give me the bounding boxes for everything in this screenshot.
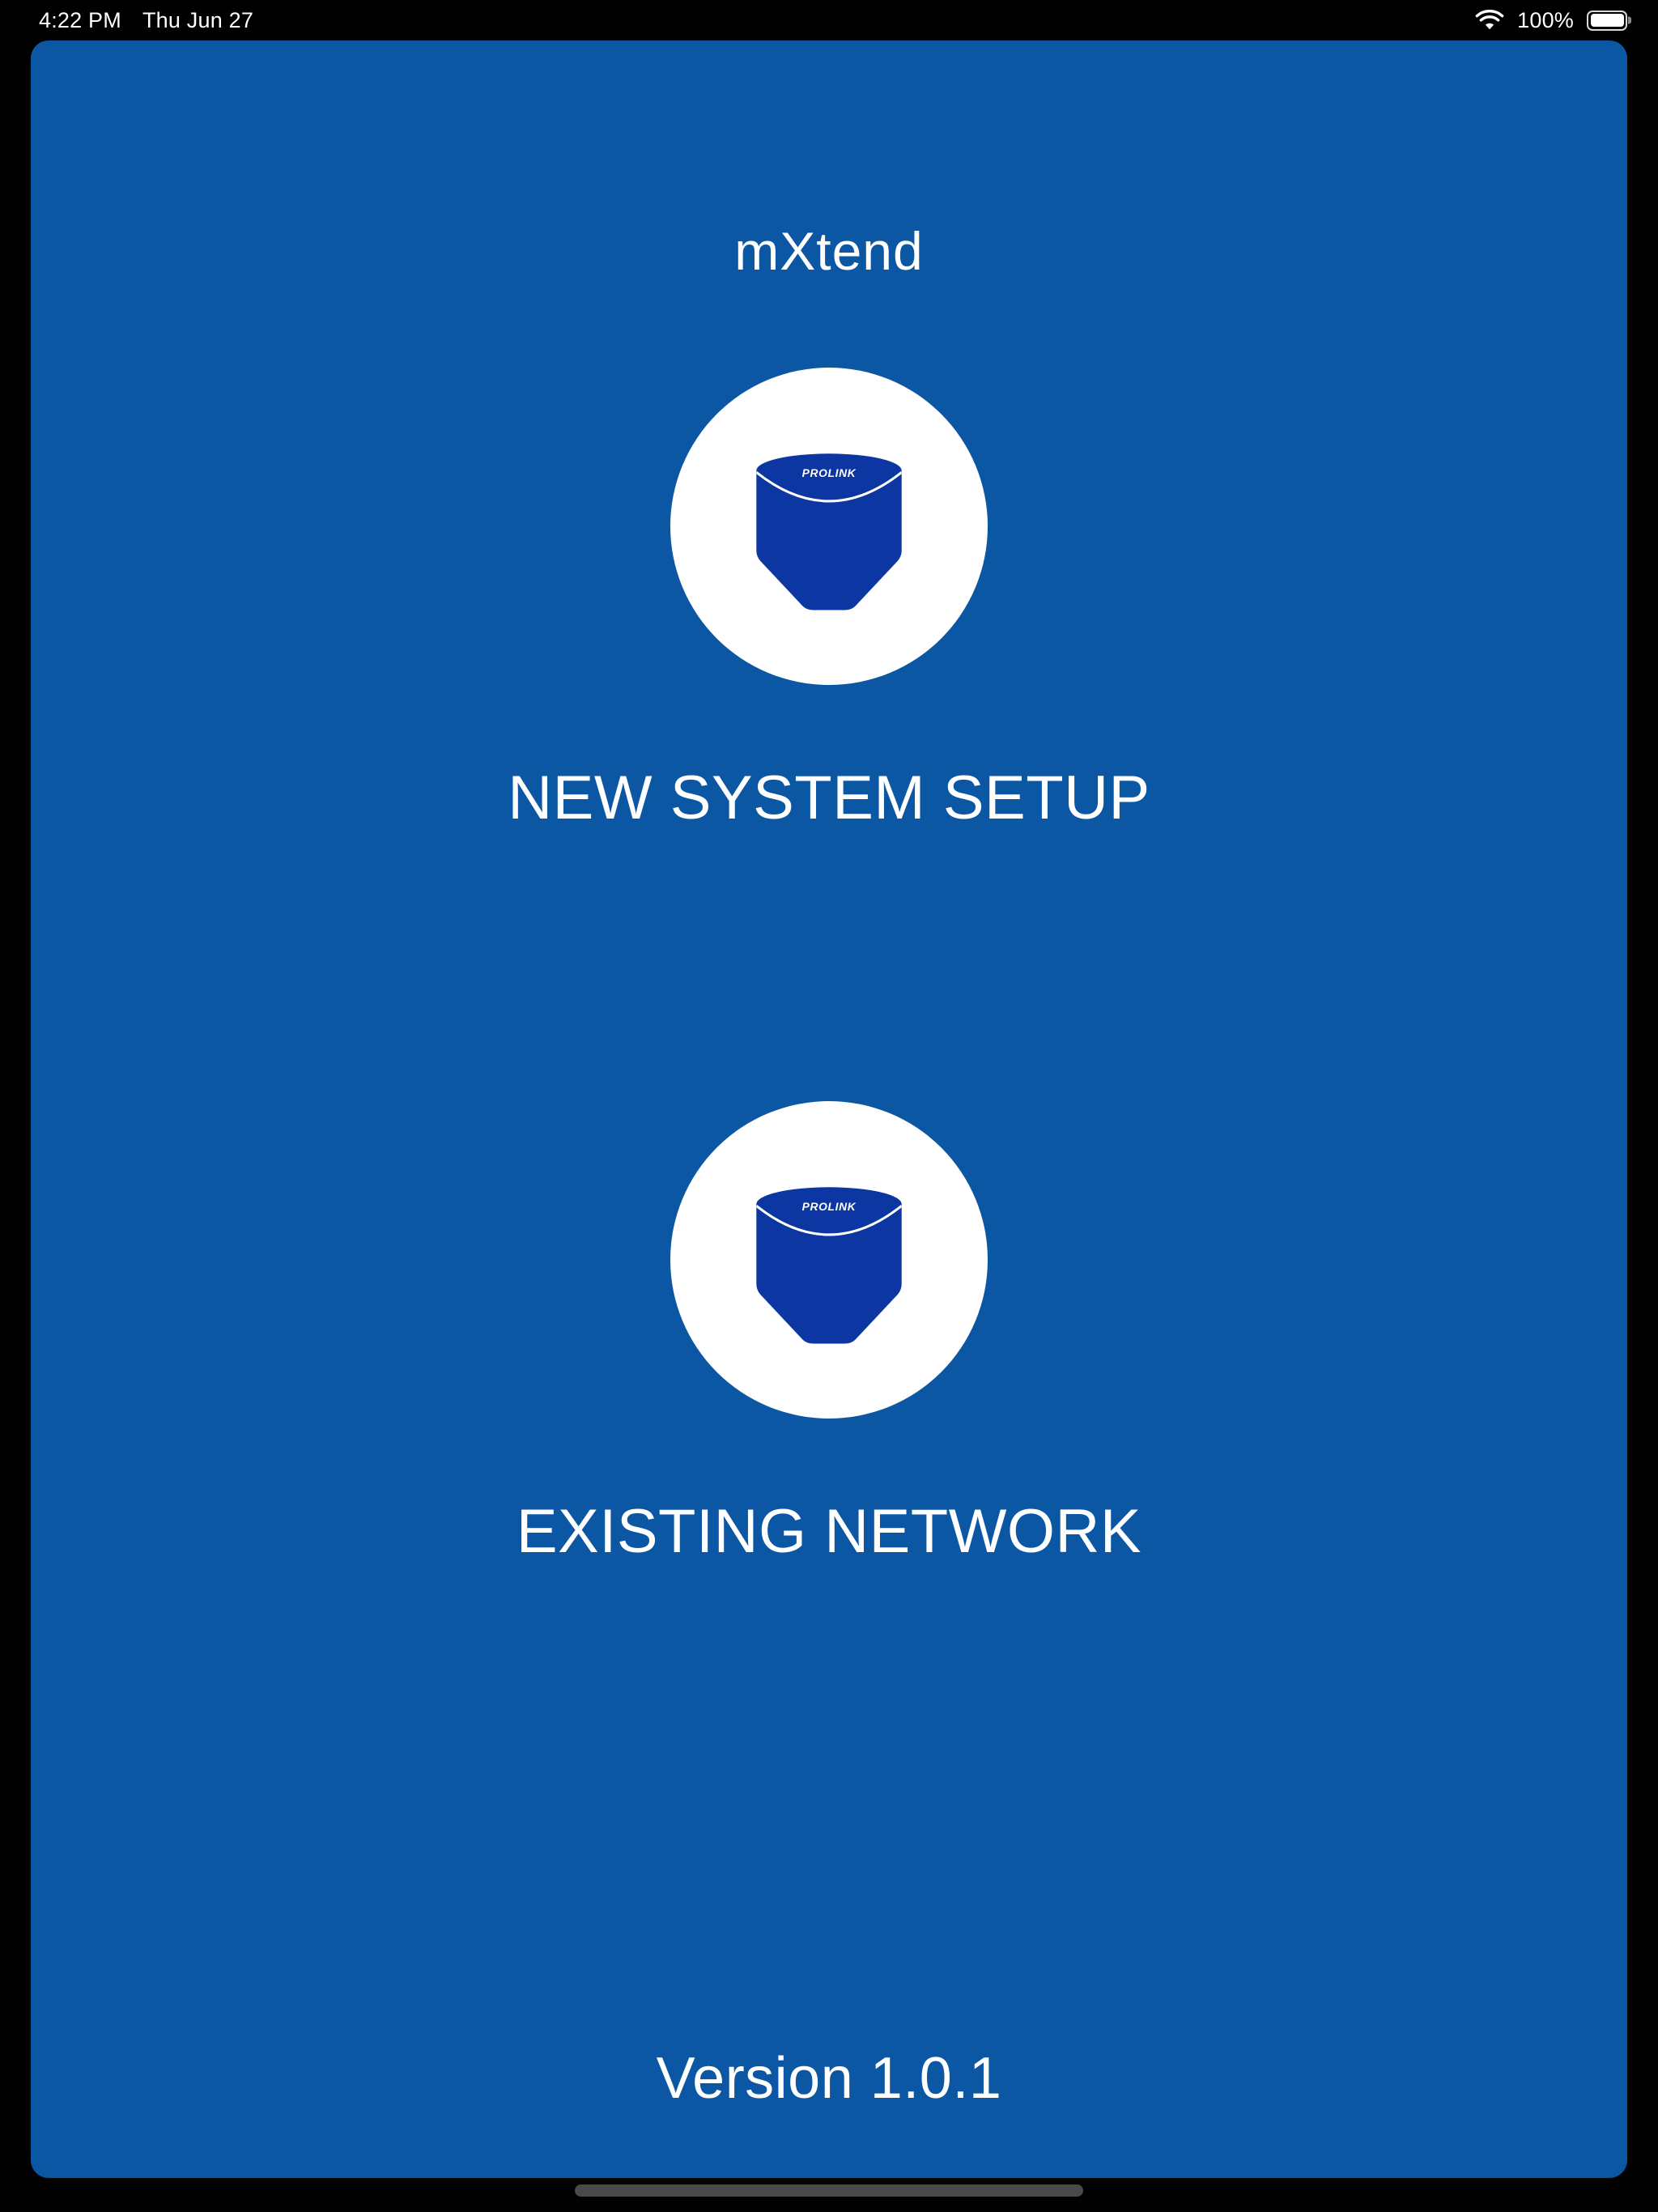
- brand-logo-text: mXtend: [734, 221, 924, 281]
- battery-full-icon: [1587, 10, 1627, 31]
- version-label: Version 1.0.1: [656, 2046, 1002, 2111]
- status-date: Thu Jun 27: [142, 7, 254, 32]
- prolink-device-icon[interactable]: PROLINK: [670, 368, 988, 685]
- battery-fill: [1590, 14, 1624, 27]
- wifi-icon: [1475, 9, 1504, 32]
- prolink-device-icon[interactable]: PROLINK: [670, 1101, 988, 1419]
- device-brand-text: PROLINK: [802, 467, 857, 479]
- home-indicator[interactable]: [575, 2184, 1083, 2197]
- battery-percent-label: 100%: [1517, 7, 1574, 32]
- status-bar-right: 100%: [1475, 0, 1627, 40]
- option-label-new-system-setup: NEW SYSTEM SETUP: [508, 764, 1150, 832]
- mxtend-app-window: mXtend PROLINK NEW SYSTEM SETUP: [31, 40, 1627, 2178]
- brand-logo: mXtend: [31, 220, 1627, 282]
- option-new-system-setup[interactable]: PROLINK NEW SYSTEM SETUP: [31, 368, 1627, 833]
- option-existing-network[interactable]: PROLINK EXISTING NETWORK: [31, 1101, 1627, 1567]
- status-time: 4:22 PM: [39, 7, 121, 32]
- option-label-existing-network: EXISTING NETWORK: [516, 1497, 1142, 1566]
- ios-status-bar: 4:22 PM Thu Jun 27 100%: [0, 0, 1658, 40]
- status-bar-left: 4:22 PM Thu Jun 27: [39, 0, 253, 40]
- device-brand-text: PROLINK: [802, 1201, 857, 1213]
